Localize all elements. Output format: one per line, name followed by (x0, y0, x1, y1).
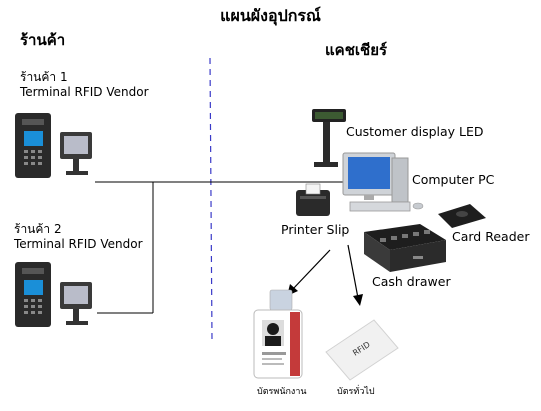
arrow-head-general (353, 294, 363, 306)
printer-label: Printer Slip (281, 222, 350, 237)
arrow-to-employee-card (291, 249, 331, 291)
printer-slip-icon (296, 183, 330, 216)
cash-drawer-icon (364, 224, 446, 272)
card-reader-icon (438, 204, 486, 228)
vendor-1-device: Terminal RFID Vendor (20, 85, 149, 99)
general-card-label: บัตรทั่วไป (337, 387, 375, 397)
employee-card-label: บัตรพนักงาน (257, 387, 307, 397)
vendor-2-label: ร้านค้า 2 Terminal RFID Vendor (14, 222, 143, 252)
vendor-1-name: ร้านค้า 1 (20, 70, 68, 84)
rfid-terminal-2-icon (15, 262, 51, 327)
cash-drawer-label: Cash drawer (372, 274, 451, 289)
vendor-2-name: ร้านค้า 2 (14, 222, 62, 236)
pos-monitor-1-icon (60, 132, 92, 175)
computer-label: Computer PC (412, 172, 495, 187)
cashier-section-header: แคชเชียร์ (325, 41, 388, 59)
diagram-title: แผนผังอุปกรณ์ (220, 6, 321, 25)
pos-monitor-2-icon (60, 282, 92, 325)
customer-display-icon (312, 109, 346, 167)
computer-pc-icon (342, 152, 424, 212)
vendor-1-label: ร้านค้า 1 Terminal RFID Vendor (20, 70, 149, 100)
rfid-terminal-1-icon (15, 113, 51, 178)
section-divider (209, 57, 213, 341)
customer-display-label: Customer display LED (346, 124, 484, 139)
vendor-section-header: ร้านค้า (20, 31, 66, 49)
employee-card-icon (253, 289, 303, 379)
general-card-icon: RFID (325, 319, 399, 381)
arrow-to-general-card (347, 244, 359, 299)
card-reader-label: Card Reader (452, 229, 530, 244)
vendor-2-device: Terminal RFID Vendor (14, 237, 143, 251)
